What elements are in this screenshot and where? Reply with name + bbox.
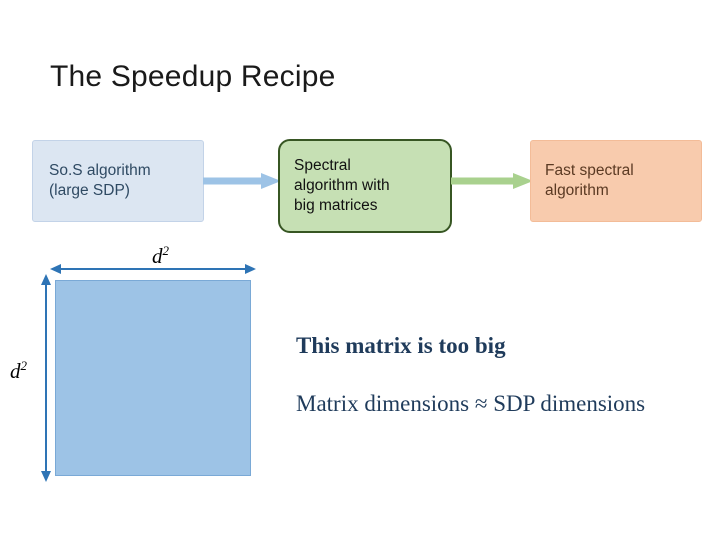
page-title: The Speedup Recipe — [50, 60, 336, 93]
statement-matrix-too-big: This matrix is too big — [296, 333, 506, 358]
horizontal-dimension-arrow-icon — [50, 262, 256, 276]
flow-box-spectral-line-3: big matrices — [294, 197, 378, 215]
flow-box-fast-spectral-algorithm[interactable]: Fast spectral algorithm — [530, 140, 702, 222]
matrix-top-dimension-base: d — [152, 244, 163, 268]
flow-box-sos-line-1: So.S algorithm — [49, 161, 151, 179]
right-arrow-icon — [203, 173, 281, 189]
vertical-dimension-arrow-icon — [39, 274, 53, 482]
flow-box-sos-line-2: (large SDP) — [49, 182, 130, 199]
matrix-left-dimension-base: d — [10, 359, 21, 383]
flow-box-spectral-line-1: Spectral — [294, 156, 351, 174]
matrix-square — [55, 280, 251, 476]
flow-box-spectral-algorithm[interactable]: Spectral algorithm with big matrices — [278, 139, 452, 233]
statement-matrix-dimensions: Matrix dimensions ≈ SDP dimensions — [296, 391, 646, 416]
matrix-top-dimension-label: d2 — [152, 243, 169, 269]
flow-box-spectral-line-2: algorithm with — [294, 176, 390, 194]
matrix-left-dimension-exponent: 2 — [20, 358, 28, 373]
flow-box-sos-algorithm[interactable]: So.S algorithm (large SDP) — [32, 140, 204, 222]
matrix-top-dimension-exponent: 2 — [162, 243, 170, 258]
right-arrow-icon — [451, 173, 533, 189]
matrix-left-dimension-label: d2 — [10, 358, 27, 384]
flow-box-fast-line-2: algorithm — [545, 182, 609, 199]
flow-box-fast-line-1: Fast spectral — [545, 161, 634, 179]
